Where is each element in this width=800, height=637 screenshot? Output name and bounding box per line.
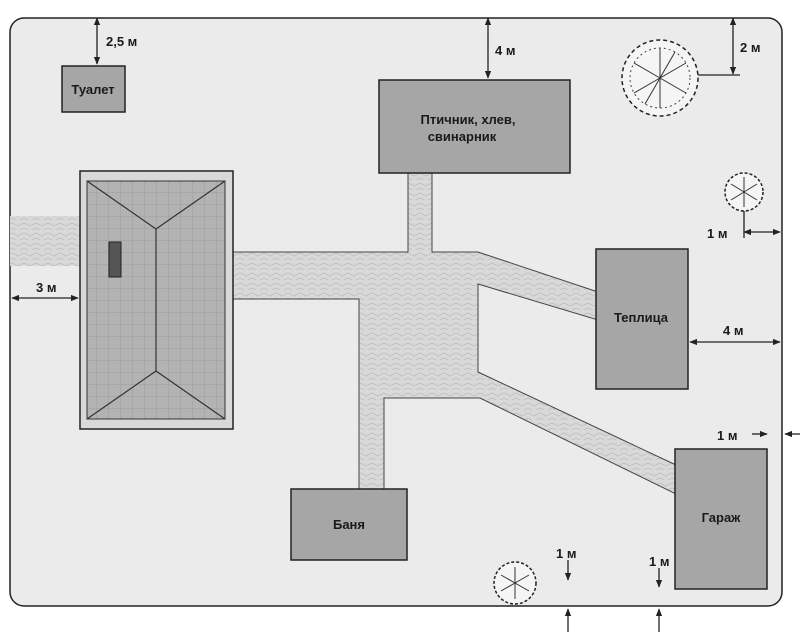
dimension-lines — [11, 17, 800, 632]
tree-icon — [493, 561, 537, 605]
toilet: Туалет — [61, 65, 126, 113]
entrance-path — [10, 216, 82, 266]
garage: Гараж — [674, 448, 768, 590]
dim-greenhouse-right: 4 м — [723, 323, 743, 338]
poultry-barn: Птичник, хлев, свинарник — [378, 79, 571, 174]
bathhouse: Баня — [290, 488, 408, 561]
greenhouse-label: Теплица — [614, 310, 669, 325]
dimension-labels: 2,5 м 4 м 2 м 1 м 3 м 4 м 1 м 1 м 1 м — [36, 34, 760, 569]
garage-label: Гараж — [702, 510, 742, 525]
dim-tree-top: 2 м — [740, 40, 760, 55]
roof-ridges — [86, 180, 226, 420]
poultry-label-line2: свинарник — [428, 129, 497, 144]
house — [79, 170, 234, 430]
tree-icon — [621, 39, 699, 117]
tree-icon — [724, 172, 764, 212]
dim-house-left: 3 м — [36, 280, 56, 295]
toilet-label: Туалет — [71, 82, 114, 97]
poultry-label-line1: Птичник, хлев, — [421, 112, 516, 127]
paths — [10, 171, 677, 495]
dim-tree-bottom: 1 м — [556, 546, 576, 561]
dim-garage-bottom: 1 м — [649, 554, 669, 569]
chimney — [108, 241, 122, 278]
dim-poultry-top: 4 м — [495, 43, 515, 58]
dim-tree-right: 1 м — [707, 226, 727, 241]
dim-garage-right: 1 м — [717, 428, 737, 443]
bathhouse-label: Баня — [333, 517, 365, 532]
greenhouse: Теплица — [595, 248, 689, 390]
dim-toilet-top: 2,5 м — [106, 34, 137, 49]
